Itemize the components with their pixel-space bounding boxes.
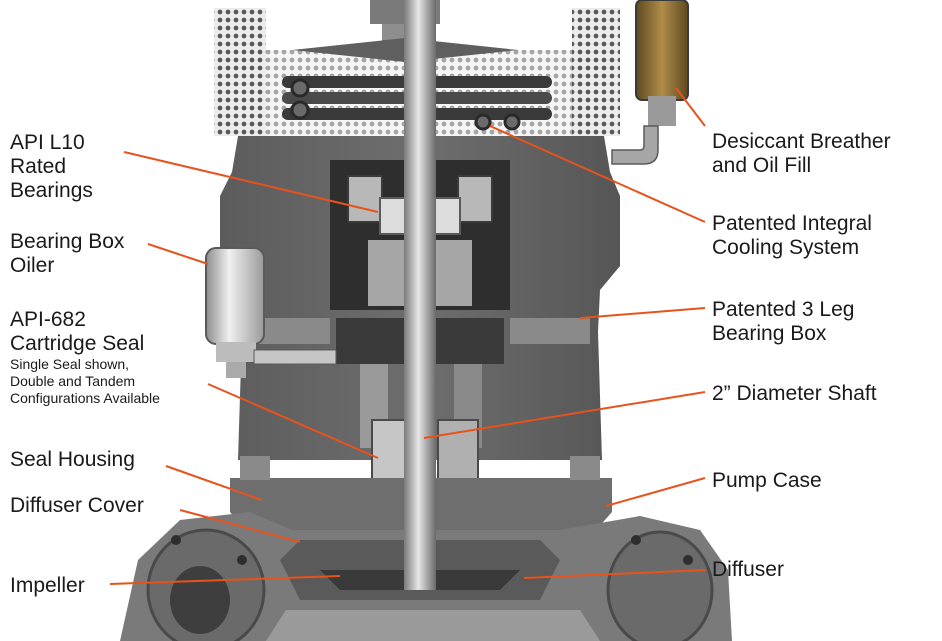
leader-cartridge-seal — [207, 383, 379, 459]
label-pump-case: Pump Case — [712, 469, 822, 493]
label-seal-note-line-2: Double and Tandem — [10, 373, 136, 389]
label-seal-housing: Seal Housing — [10, 448, 135, 472]
label-breather-line-2: and Oil Fill — [712, 154, 812, 177]
leader-diffuser — [523, 569, 706, 579]
label-diffuser: Diffuser — [712, 558, 784, 582]
label-seal-note-line-1: Single Seal shown, — [10, 356, 130, 372]
leader-shaft — [423, 391, 706, 439]
label-seal-note-line-3: Configurations Available — [10, 390, 160, 406]
leader-lines — [109, 87, 706, 585]
label-api-l10-line-3: Bearings — [10, 179, 93, 202]
label-pump-case-text: Pump Case — [712, 469, 822, 492]
label-cartridge-seal: API-682 Cartridge Seal Single Seal shown… — [10, 308, 160, 407]
leader-pump-case — [605, 477, 706, 507]
label-cooling-system: Patented Integral Cooling System — [712, 212, 872, 260]
label-api-l10-bearings: API L10 Rated Bearings — [10, 131, 93, 203]
label-cooling-line-2: Cooling System — [712, 236, 860, 259]
label-diffuser-text: Diffuser — [712, 558, 784, 581]
label-shaft-text: 2” Diameter Shaft — [712, 382, 877, 405]
label-api-l10-line-2: Rated — [10, 155, 67, 178]
leader-oiler — [147, 243, 209, 265]
label-impeller: Impeller — [10, 574, 85, 598]
leader-bearing-box — [579, 307, 706, 319]
leader-seal-housing — [165, 465, 263, 501]
label-seal-title-line-1: API-682 — [10, 308, 86, 331]
shaft — [404, 0, 436, 590]
leader-diffuser-cover — [179, 509, 301, 543]
label-diffuser-cover: Diffuser Cover — [10, 494, 144, 518]
leader-cooling — [489, 125, 706, 223]
desiccant-breather — [611, 0, 689, 165]
oiler — [205, 247, 337, 378]
label-shaft: 2” Diameter Shaft — [712, 382, 877, 406]
label-api-l10-line-1: API L10 — [10, 131, 85, 154]
label-bearing-box-oiler: Bearing Box Oiler — [10, 230, 124, 278]
leader-breather — [675, 87, 706, 127]
label-bearing-box-line-2: Bearing Box — [712, 322, 827, 345]
label-oiler-line-1: Bearing Box — [10, 230, 125, 253]
leader-api-l10 — [123, 151, 379, 213]
label-cooling-line-1: Patented Integral — [712, 212, 872, 235]
label-bearing-box: Patented 3 Leg Bearing Box — [712, 298, 854, 346]
leader-impeller — [109, 575, 341, 585]
label-bearing-box-line-1: Patented 3 Leg — [712, 298, 855, 321]
label-desiccant-breather: Desiccant Breather and Oil Fill — [712, 130, 891, 178]
label-seal-housing-text: Seal Housing — [10, 448, 135, 471]
label-diffuser-cover-text: Diffuser Cover — [10, 494, 144, 517]
label-breather-line-1: Desiccant Breather — [712, 130, 891, 153]
label-impeller-text: Impeller — [10, 574, 85, 597]
label-seal-title-line-2: Cartridge Seal — [10, 332, 145, 355]
label-oiler-line-2: Oiler — [10, 254, 55, 277]
